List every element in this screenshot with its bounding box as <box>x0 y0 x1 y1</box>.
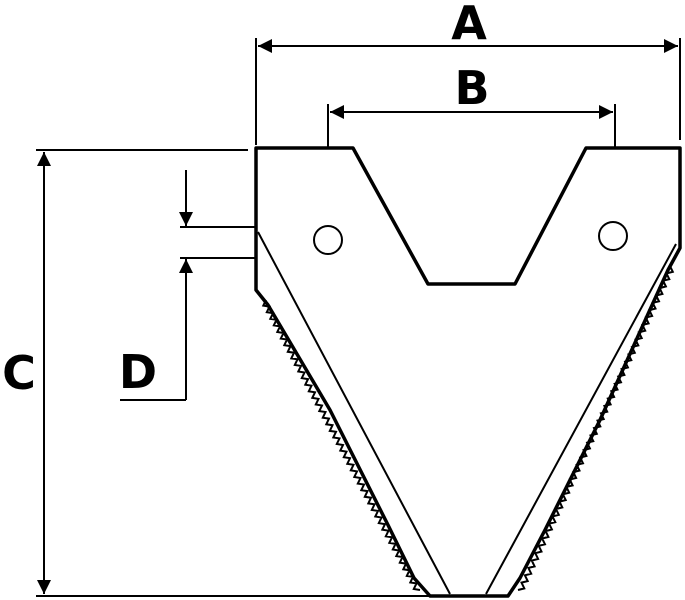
bevel-line-right <box>485 243 677 595</box>
bevel-line-left <box>257 231 451 595</box>
dimension-label-a: A <box>451 0 487 50</box>
blade-outline <box>254 146 682 598</box>
serration-left-edge <box>261 299 421 591</box>
mounting-hole-right <box>598 221 628 251</box>
serration-right-edge <box>517 265 675 591</box>
dimension-label-c: C <box>2 346 36 400</box>
dimension-label-b: B <box>454 61 489 115</box>
mounting-hole-left <box>313 225 343 255</box>
dimension-label-d: D <box>119 345 157 399</box>
